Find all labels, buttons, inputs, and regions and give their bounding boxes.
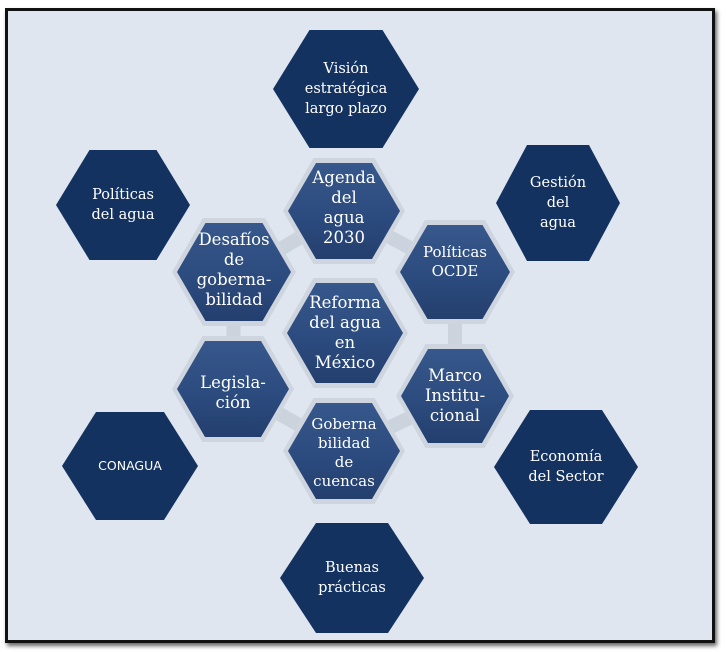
hex-label: Agenda del agua 2030 bbox=[312, 168, 376, 247]
hex-label: CONAGUA bbox=[98, 458, 162, 473]
hex-label: Legisla- ción bbox=[200, 373, 266, 412]
hex-label: Economía del Sector bbox=[528, 449, 604, 485]
hex-gobernabilidad-cuencas: Goberna bilidad de cuencas bbox=[283, 398, 405, 504]
hex-label: Visión estratégica largo plazo bbox=[304, 61, 388, 117]
hex-label: Goberna bilidad de cuencas bbox=[311, 415, 377, 490]
hex-economia-sector: Economía del Sector bbox=[494, 410, 638, 524]
hex-label: Políticas OCDE bbox=[423, 243, 487, 280]
hex-vision-estrategica: Visión estratégica largo plazo bbox=[273, 30, 419, 148]
hex-label: Desafíos de goberna- bilidad bbox=[196, 230, 272, 309]
hex-label: Políticas del agua bbox=[91, 187, 155, 223]
hex-label: Buenas prácticas bbox=[318, 560, 386, 596]
hex-agenda-agua-2030: Agenda del agua 2030 bbox=[283, 158, 405, 264]
hex-gestion-agua: Gestión del agua bbox=[496, 145, 620, 261]
hex-label: Marco Institu- cional bbox=[424, 366, 486, 425]
hex-reforma-agua-mexico: Reforma del agua en México bbox=[282, 278, 408, 388]
hex-politicas-ocde: Políticas OCDE bbox=[395, 220, 515, 324]
hex-label: Reforma del agua en México bbox=[309, 293, 381, 372]
hex-label: Gestión del agua bbox=[529, 175, 587, 231]
